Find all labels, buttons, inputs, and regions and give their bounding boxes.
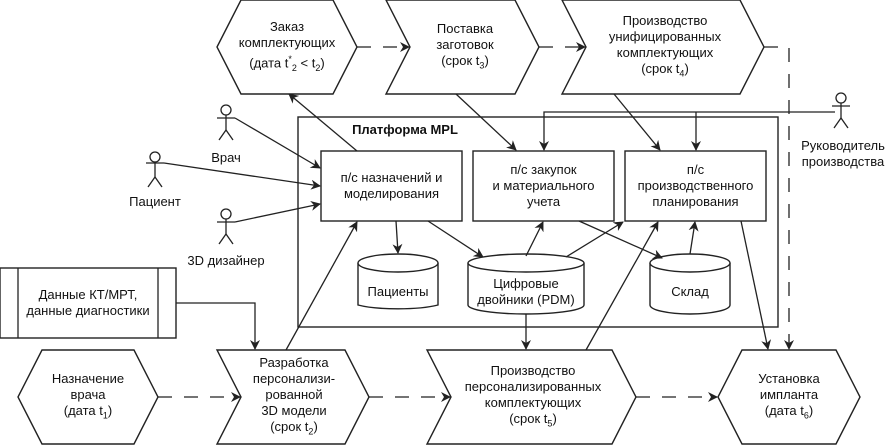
event-appointment: Назначение врача (дата t1) (51, 370, 125, 421)
event-install-shape (717, 349, 861, 445)
process-personal-shape (425, 349, 637, 445)
process-model-shape (215, 349, 370, 445)
db-twins-shape (467, 253, 585, 315)
subsystem-assign-shape (320, 150, 463, 222)
actor-manager-icon (832, 92, 850, 129)
subsystem-planning: п/с производственного планирования (637, 162, 754, 209)
data-source-shape (0, 267, 177, 339)
actor-patient-label: Пациент (129, 194, 181, 209)
actor-doctor-label: Врач (211, 150, 241, 165)
actor-designer-icon (217, 208, 235, 245)
db-twins: Цифровые двойники (PDM) (477, 276, 575, 307)
db-patients: Пациенты (367, 284, 429, 299)
event-install: Установка импланта (дата t6) (758, 370, 820, 421)
process-unified-shape (560, 0, 765, 95)
actor-doctor-icon (217, 104, 235, 141)
actor-manager-label: Руководитель производства (801, 138, 885, 169)
db-patients-shape (357, 253, 439, 310)
subsystem-purchase: п/с закупок и материального учета (492, 162, 595, 209)
subsystem-assign: п/с назначений и моделирования (340, 170, 443, 201)
platform-title: Платформа MPL (352, 122, 458, 137)
actor-designer-label: 3D дизайнер (187, 253, 265, 268)
db-warehouse-shape (649, 253, 731, 315)
data-source: Данные КТ/МРТ, данные диагностики (26, 287, 150, 318)
subsystem-purchase-shape (472, 150, 615, 222)
process-personal: Производство персонализированных комплек… (464, 362, 602, 429)
db-warehouse: Склад (671, 284, 709, 299)
process-supply: Поставка заготовок (срок t3) (436, 20, 494, 71)
event-order: Заказ комплектующих (дата t*2 < t2) (238, 18, 336, 73)
actor-patient-icon (146, 151, 164, 188)
subsystem-planning-shape (624, 150, 767, 222)
process-unified: Производство унифицированных комплектующ… (608, 12, 722, 79)
flow-arrow (764, 46, 794, 350)
process-model: Разработка персонализи- рованной 3D моде… (252, 354, 336, 437)
info-arrows (163, 93, 835, 351)
process-supply-shape (384, 0, 540, 95)
